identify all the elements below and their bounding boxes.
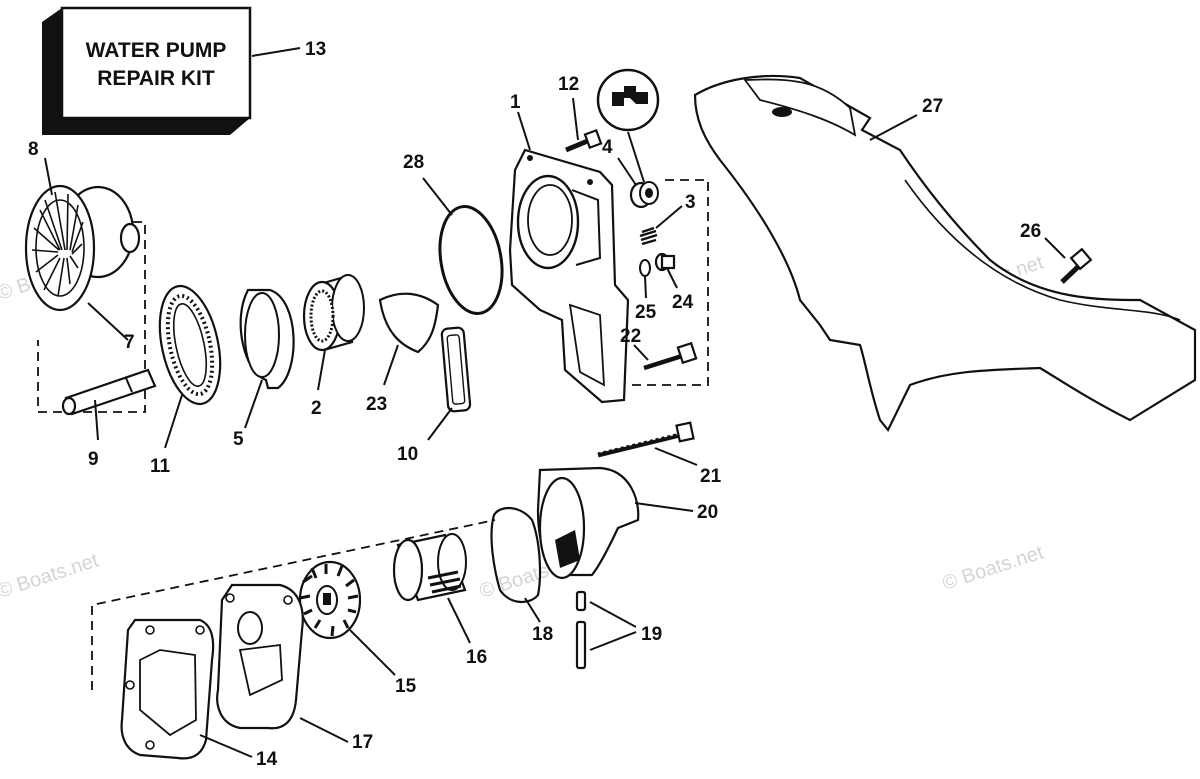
- gasket-10-inner: [446, 334, 466, 405]
- callout-13: 13: [305, 39, 326, 60]
- drive-shaft: [61, 368, 157, 416]
- callout-2: 2: [311, 398, 322, 419]
- callout-23: 23: [366, 394, 387, 415]
- callout-8: 8: [28, 139, 39, 160]
- callout-3: 3: [685, 192, 696, 213]
- sealant-icon: [596, 68, 660, 132]
- impeller-15: [298, 560, 362, 640]
- wear-plate-17: [216, 583, 304, 730]
- callout-21: 21: [700, 466, 722, 487]
- kit-box-face: [60, 6, 252, 120]
- watermark-bottom-left: © Boats.net: [0, 549, 102, 602]
- callout-28: 28: [403, 152, 424, 173]
- callout-5: 5: [233, 429, 244, 450]
- screw-12: [565, 128, 603, 153]
- callout-18: 18: [532, 624, 553, 645]
- callout-4: 4: [602, 137, 613, 158]
- callout-24: 24: [672, 292, 694, 313]
- repair-kit-box: WATER PUMP REPAIR KIT: [42, 6, 252, 135]
- callout-12: 12: [558, 74, 579, 95]
- callout-9: 9: [88, 449, 99, 470]
- exhaust-cover-27: [693, 74, 1197, 433]
- callout-20: 20: [697, 502, 718, 523]
- needle-bearing: [302, 274, 365, 352]
- group-box-gear: [37, 221, 146, 413]
- callout-1: 1: [510, 92, 521, 113]
- leader-lines: [44, 47, 1066, 758]
- callout-11: 11: [150, 456, 171, 477]
- kit-label-line2: REPAIR KIT: [97, 67, 215, 90]
- pump-housing: [508, 148, 630, 404]
- impeller-liner-16: [392, 533, 467, 602]
- o-ring-28: [438, 205, 504, 315]
- thrust-washer: [239, 288, 295, 390]
- o-ring-25: [639, 259, 651, 277]
- callout-26: 26: [1020, 221, 1041, 242]
- watermark-bottom-right: © Boats.net: [940, 541, 1047, 594]
- callout-17: 17: [352, 732, 373, 753]
- bolt-21: [597, 421, 695, 458]
- callout-25: 25: [635, 302, 657, 323]
- screw-26: [1060, 247, 1093, 284]
- kit-label-line1: WATER PUMP: [86, 39, 227, 62]
- gasket-14: [120, 618, 215, 760]
- callout-10: 10: [397, 444, 418, 465]
- callout-19: 19: [641, 624, 662, 645]
- bevel-gear: [24, 184, 141, 312]
- callout-16: 16: [466, 647, 487, 668]
- spring-3: [639, 226, 658, 246]
- callout-numbers: 13 8 7 9 11 5 2 23 10 28 1 12 4 3 25 24 …: [28, 39, 1041, 770]
- seal-18: [490, 507, 542, 603]
- callout-7: 7: [124, 332, 135, 353]
- pump-cover-20: [536, 466, 640, 580]
- bolt-22: [643, 341, 698, 371]
- callout-15: 15: [395, 676, 417, 697]
- grommet-4: [629, 181, 659, 209]
- callout-14: 14: [256, 749, 278, 770]
- pins-19: [575, 590, 587, 670]
- thrust-bearing: [158, 284, 222, 406]
- plug-24: [654, 252, 676, 272]
- gasket-10: [440, 326, 472, 413]
- callout-27: 27: [922, 96, 943, 117]
- seal-23: [378, 292, 440, 354]
- callout-22: 22: [620, 326, 641, 347]
- group-box-housing: [628, 179, 709, 386]
